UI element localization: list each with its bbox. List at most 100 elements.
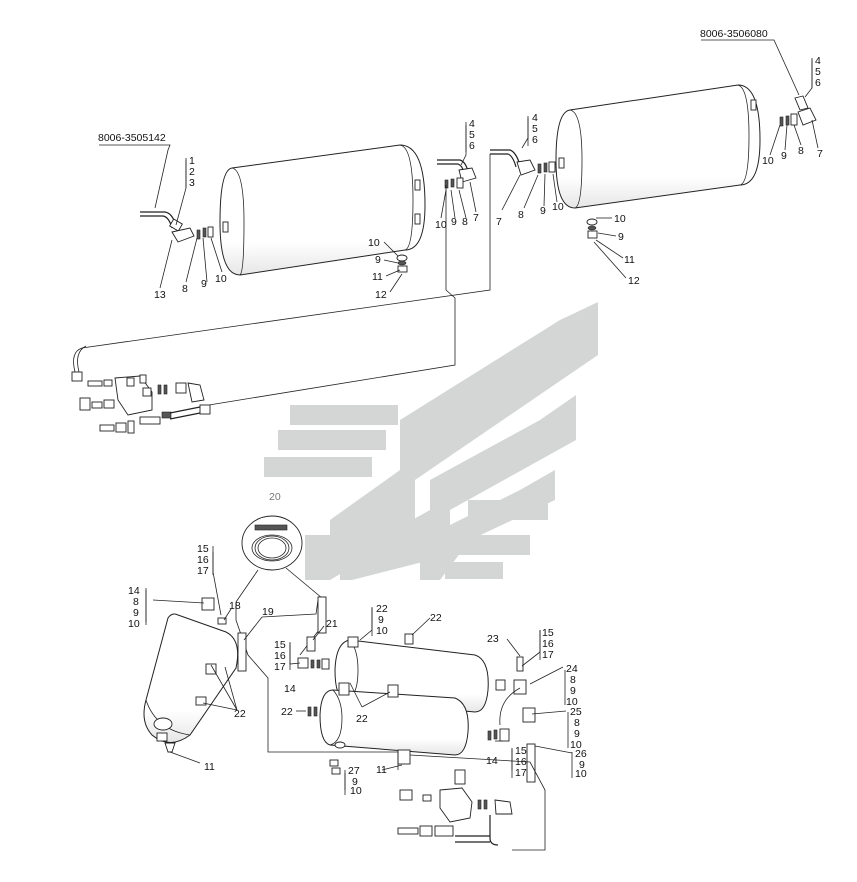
label-10: 10 <box>376 625 388 637</box>
label-3: 3 <box>189 177 195 189</box>
label-2: 2 <box>189 166 195 178</box>
label-22: 22 <box>356 713 368 725</box>
label-24: 24 <box>566 663 578 675</box>
label-4: 4 <box>532 112 538 124</box>
label-9: 9 <box>574 728 580 740</box>
label-20: 20 <box>269 491 281 503</box>
label-10: 10 <box>215 273 227 285</box>
air-tank-5 <box>319 682 469 756</box>
label-22: 22 <box>234 708 246 720</box>
label-21: 21 <box>326 618 338 630</box>
upper-valve-assembly <box>79 374 211 434</box>
upper-air-line <box>71 154 491 406</box>
hose-8006-3505142 <box>140 211 214 243</box>
label-11: 11 <box>204 761 215 773</box>
label-8: 8 <box>133 596 139 608</box>
label-8: 8 <box>518 209 524 221</box>
label-10: 10 <box>614 213 626 225</box>
label-9: 9 <box>781 150 787 162</box>
label-9: 9 <box>618 231 624 243</box>
label-16: 16 <box>515 756 527 768</box>
label-27: 27 <box>348 765 360 777</box>
label-6: 6 <box>815 77 821 89</box>
label-14: 14 <box>128 585 140 597</box>
watermark-logo <box>264 302 598 580</box>
air-tank-3 <box>143 597 239 753</box>
label-8: 8 <box>574 717 580 729</box>
label-9: 9 <box>375 254 381 266</box>
label-10: 10 <box>575 768 587 780</box>
label-9: 9 <box>570 685 576 697</box>
callout-brackets <box>145 58 813 795</box>
label-9: 9 <box>378 614 384 626</box>
detail-20-clamp <box>235 515 323 603</box>
label-17: 17 <box>542 649 554 661</box>
label-7: 7 <box>496 216 502 228</box>
label-16: 16 <box>197 554 209 566</box>
label-7: 7 <box>817 148 823 160</box>
label-22: 22 <box>376 603 388 615</box>
tank-1-right-fittings <box>437 159 477 189</box>
label-23: 23 <box>487 633 499 645</box>
label-10: 10 <box>570 739 582 751</box>
tank-2-left-fittings <box>490 149 556 176</box>
label-5: 5 <box>469 129 475 141</box>
label-4: 4 <box>469 118 475 130</box>
label-26: 26 <box>575 748 587 760</box>
hose-8006-3506080 <box>779 95 817 127</box>
label-18: 18 <box>229 600 241 612</box>
label-6: 6 <box>469 140 475 152</box>
label-10: 10 <box>435 219 447 231</box>
label-15: 15 <box>197 543 209 555</box>
label-12: 12 <box>628 275 640 287</box>
label-14: 14 <box>284 683 296 695</box>
label-9: 9 <box>201 278 207 290</box>
tank-2-drain-fitting <box>586 218 598 239</box>
label-15: 15 <box>542 627 554 639</box>
label-11: 11 <box>624 254 635 266</box>
label-19: 19 <box>262 606 274 618</box>
label-14: 14 <box>486 755 498 767</box>
label-8: 8 <box>570 674 576 686</box>
label-17: 17 <box>515 767 527 779</box>
label-5: 5 <box>815 66 821 78</box>
label-9: 9 <box>579 759 585 771</box>
tank-1-drain-fitting <box>396 254 408 273</box>
label-10: 10 <box>552 201 564 213</box>
air-tank-1 <box>219 144 426 276</box>
label-11: 11 <box>372 271 383 283</box>
label-15: 15 <box>274 639 286 651</box>
label-12: 12 <box>375 289 387 301</box>
part-number-right: 8006-3506080 <box>700 28 768 40</box>
label-1: 1 <box>189 155 195 167</box>
label-8: 8 <box>798 145 804 157</box>
label-13: 13 <box>154 289 166 301</box>
label-10: 10 <box>368 237 380 249</box>
label-10: 10 <box>566 696 578 708</box>
label-10: 10 <box>350 785 362 797</box>
lower-fittings <box>297 656 546 851</box>
lower-valve-assembly <box>397 769 513 846</box>
label-11: 11 <box>376 764 387 776</box>
label-22: 22 <box>430 612 442 624</box>
callout-labels: 8006-3505142 8006-3506080 1 2 3 13 8 9 1… <box>98 28 823 797</box>
label-8: 8 <box>462 216 468 228</box>
label-5: 5 <box>532 123 538 135</box>
label-17: 17 <box>274 661 286 673</box>
label-8: 8 <box>182 283 188 295</box>
label-9: 9 <box>133 607 139 619</box>
label-10: 10 <box>128 618 140 630</box>
lower-hose-19 <box>235 596 398 753</box>
part-number-left: 8006-3505142 <box>98 132 166 144</box>
label-15: 15 <box>515 745 527 757</box>
label-9: 9 <box>451 216 457 228</box>
label-17: 17 <box>197 565 209 577</box>
label-16: 16 <box>542 638 554 650</box>
label-6: 6 <box>532 134 538 146</box>
label-9: 9 <box>540 205 546 217</box>
label-9: 9 <box>352 776 358 788</box>
label-25: 25 <box>570 706 582 718</box>
label-22: 22 <box>281 706 293 718</box>
label-10: 10 <box>762 155 774 167</box>
